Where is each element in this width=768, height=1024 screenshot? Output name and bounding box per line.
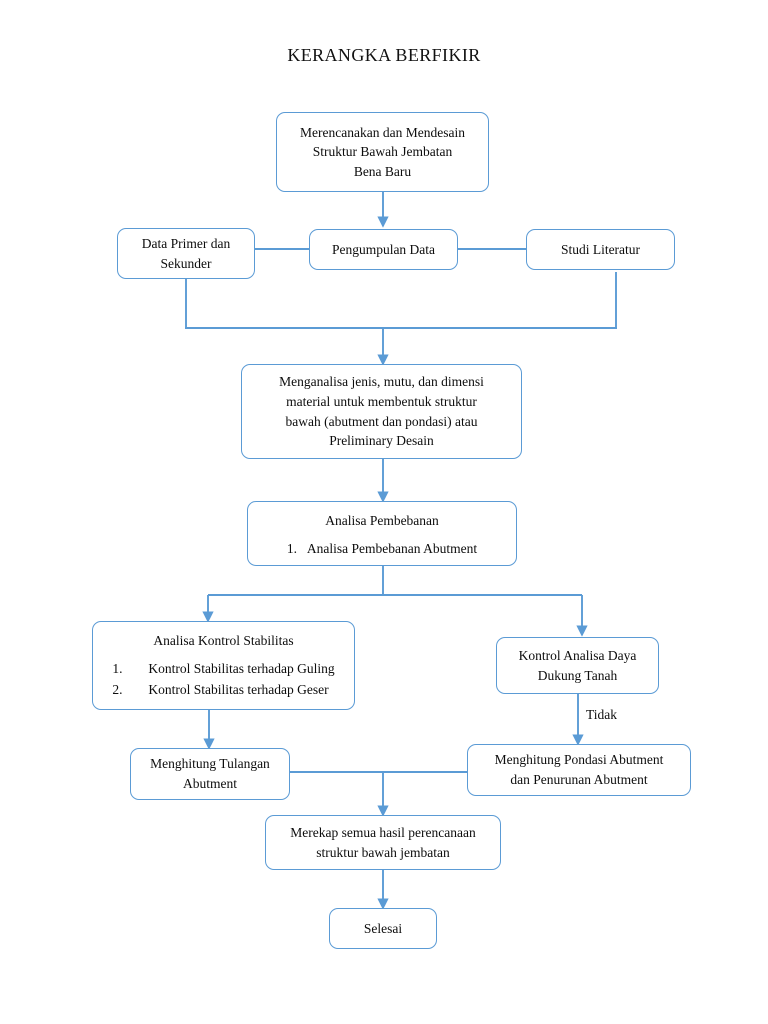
node-selesai[interactable]: Selesai <box>329 908 437 949</box>
list-item-number: 1. <box>112 660 123 676</box>
node-pondasi-line-1: Menghitung Pondasi Abutment <box>494 752 664 768</box>
node-analisa-kontrol-stabilitas-list: 1. Kontrol Stabilitas terhadap Guling 2.… <box>112 658 334 701</box>
node-pengumpulan-data[interactable]: Pengumpulan Data <box>309 229 458 270</box>
list-item-number: 2. <box>112 682 123 698</box>
node-pengumpulan-line-1: Pengumpulan Data <box>331 241 436 257</box>
node-analisa-kontrol-stabilitas-header: Analisa Kontrol Stabilitas <box>153 633 294 648</box>
node-start-line-1: Merencanakan dan Mendesain <box>300 124 465 140</box>
node-tulangan-line-1: Menghitung Tulangan <box>150 756 270 772</box>
list-item-text: Kontrol Stabilitas terhadap Geser <box>148 682 329 698</box>
node-tulangan-line-2: Abutment <box>183 776 237 791</box>
node-studi-literatur[interactable]: Studi Literatur <box>526 229 675 270</box>
node-analisa-pembebanan[interactable]: Analisa Pembebanan 1. Analisa Pembebanan… <box>247 501 517 566</box>
node-data-primer-line-1: Data Primer dan <box>141 235 231 251</box>
node-studi-literatur-line-1: Studi Literatur <box>560 241 641 257</box>
node-menghitung-tulangan-abutment[interactable]: Menghitung Tulangan Abutment <box>130 748 290 800</box>
list-item: 1. Kontrol Stabilitas terhadap Guling <box>112 658 334 680</box>
node-start-line-2: Struktur Bawah Jembatan <box>312 144 453 160</box>
node-menganalisa-line-3: bawah (abutment dan pondasi) atau <box>285 413 478 429</box>
node-start[interactable]: Merencanakan dan Mendesain Struktur Bawa… <box>276 112 489 192</box>
node-analisa-pembebanan-header: Analisa Pembebanan <box>325 513 439 528</box>
node-daya-dukung-line-1: Kontrol Analisa Daya <box>518 647 637 663</box>
node-merekap-line-2: struktur bawah jembatan <box>316 844 450 860</box>
node-analisa-kontrol-stabilitas[interactable]: Analisa Kontrol Stabilitas 1. Kontrol St… <box>92 621 355 710</box>
node-daya-dukung-line-2: Dukung Tanah <box>537 667 618 683</box>
node-start-line-3: Bena Baru <box>353 163 412 179</box>
list-item-text: Kontrol Stabilitas terhadap Guling <box>148 660 335 676</box>
node-kontrol-analisa-daya-dukung-tanah[interactable]: Kontrol Analisa Daya Dukung Tanah <box>496 637 659 694</box>
node-menganalisa-material[interactable]: Menganalisa jenis, mutu, dan dimensi mat… <box>241 364 522 459</box>
list-item-text: Analisa Pembebanan Abutment <box>306 540 478 556</box>
node-menganalisa-line-4: Preliminary Desain <box>329 433 434 449</box>
node-menganalisa-line-1: Menganalisa jenis, mutu, dan dimensi <box>279 374 484 390</box>
page-title: KERANGKA BERFIKIR <box>287 45 481 65</box>
node-merekap-hasil-perencanaan[interactable]: Merekap semua hasil perencanaan struktur… <box>265 815 501 870</box>
list-item: 1. Analisa Pembebanan Abutment <box>287 538 477 560</box>
node-data-primer-sekunder[interactable]: Data Primer dan Sekunder <box>117 228 255 279</box>
node-merekap-line-1: Merekap semua hasil perencanaan <box>290 824 476 840</box>
list-item-number: 1. <box>286 540 298 556</box>
node-menghitung-pondasi-abutment[interactable]: Menghitung Pondasi Abutment dan Penuruna… <box>467 744 691 796</box>
edge-label-tidak: Tidak <box>586 707 618 722</box>
node-data-primer-line-2: Sekunder <box>160 255 212 271</box>
node-menganalisa-line-2: material untuk membentuk struktur <box>286 393 477 409</box>
node-selesai-line-1: Selesai <box>363 920 403 936</box>
list-item: 2. Kontrol Stabilitas terhadap Geser <box>112 679 334 701</box>
node-analisa-pembebanan-list: 1. Analisa Pembebanan Abutment <box>287 538 477 560</box>
node-pondasi-line-2: dan Penurunan Abutment <box>510 772 648 787</box>
